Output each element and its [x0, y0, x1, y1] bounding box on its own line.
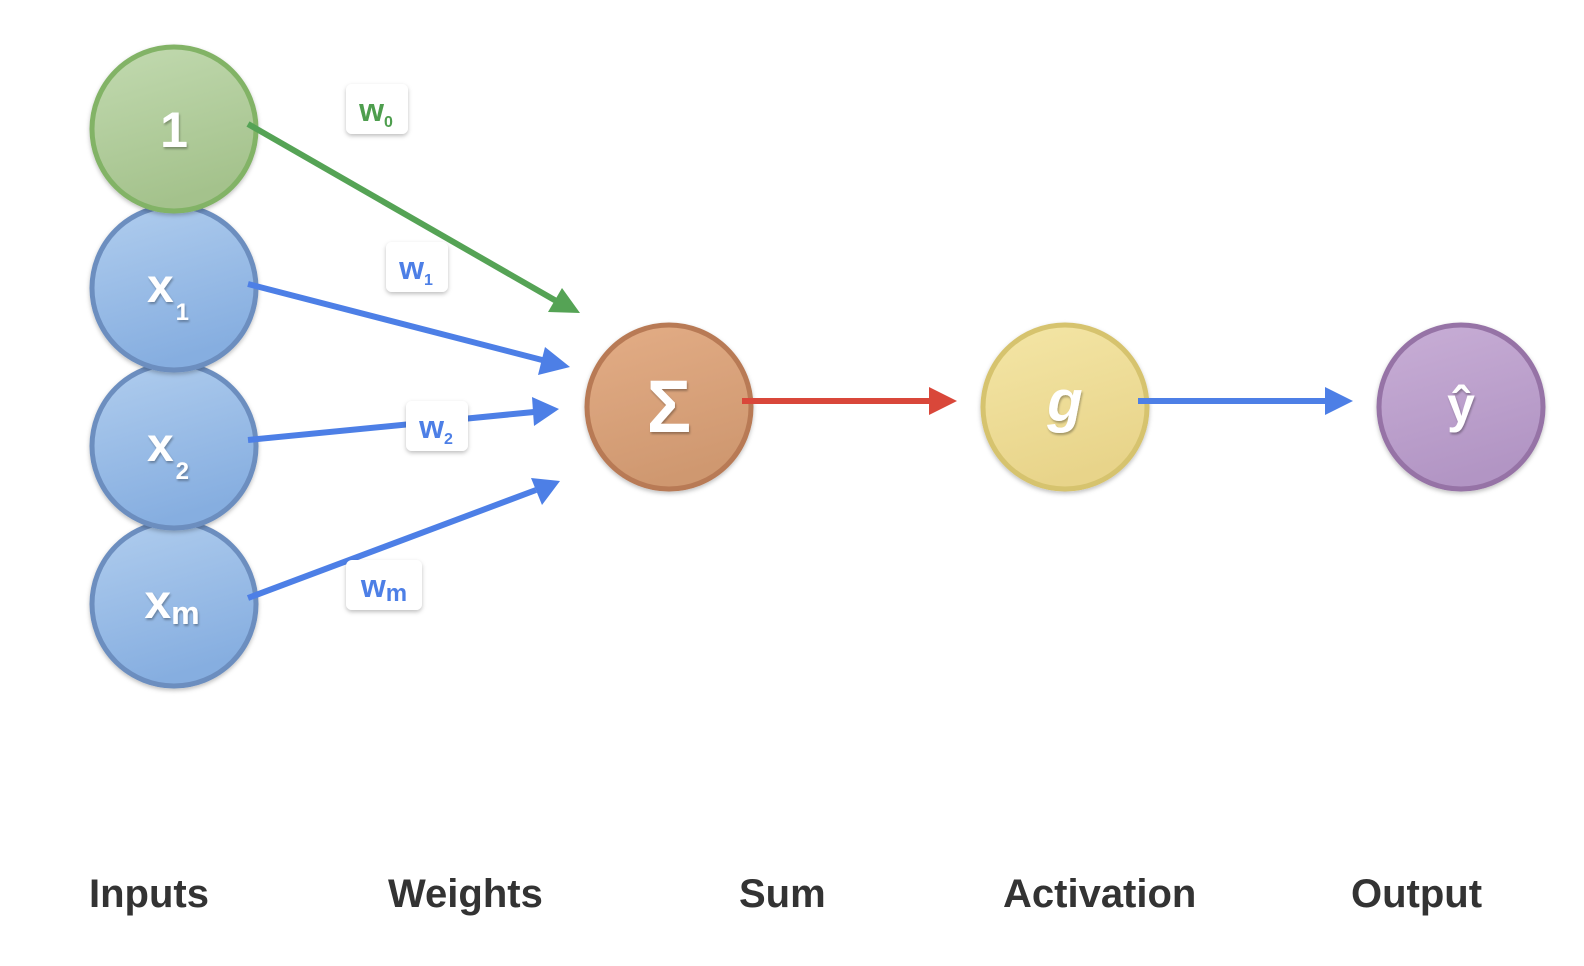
sum-node-label: Σ	[647, 365, 691, 448]
weight-label-w2: w2	[406, 401, 468, 451]
xm-edge	[246, 478, 560, 601]
output-node-label: ŷ	[1447, 377, 1475, 433]
weight-label-w1: w1	[386, 242, 448, 292]
x1-main: x	[147, 260, 174, 313]
input-node-x1-label: x1	[147, 260, 189, 326]
x1-subscript: 1	[176, 299, 189, 326]
w0-text: w0	[358, 92, 393, 131]
output-node	[1376, 322, 1546, 492]
stage-label-activation: Activation	[1003, 872, 1197, 916]
sum-to-activation-edge	[742, 387, 957, 415]
sum-node	[584, 322, 754, 492]
x2-edge	[247, 397, 559, 443]
w2-text: w2	[418, 409, 453, 448]
activation-node	[980, 322, 1150, 492]
xm-main: x	[144, 576, 171, 629]
activation-to-output-edge	[1138, 387, 1353, 415]
activation-node-label: g	[1046, 369, 1082, 434]
x2-subscript: 2	[176, 458, 189, 485]
input-node-x1	[89, 203, 259, 373]
bias-edge	[246, 121, 580, 313]
weight-label-w0: w0	[346, 84, 408, 134]
input-node-x2	[89, 361, 259, 531]
input-node-xm-label: xm	[144, 576, 199, 631]
weight-label-wm: wm	[346, 560, 422, 610]
wm-text: wm	[360, 568, 407, 607]
stage-label-weights: Weights	[388, 872, 543, 916]
stage-label-sum: Sum	[739, 872, 826, 916]
xm-subscript: m	[171, 595, 199, 631]
input-node-x2-label: x2	[147, 419, 189, 485]
x1-edge	[247, 281, 570, 375]
w1-text: w1	[398, 250, 433, 289]
stage-label-inputs: Inputs	[89, 872, 209, 916]
x2-main: x	[147, 419, 174, 472]
bias-node-label: 1	[160, 102, 188, 158]
stage-label-output: Output	[1351, 872, 1483, 916]
